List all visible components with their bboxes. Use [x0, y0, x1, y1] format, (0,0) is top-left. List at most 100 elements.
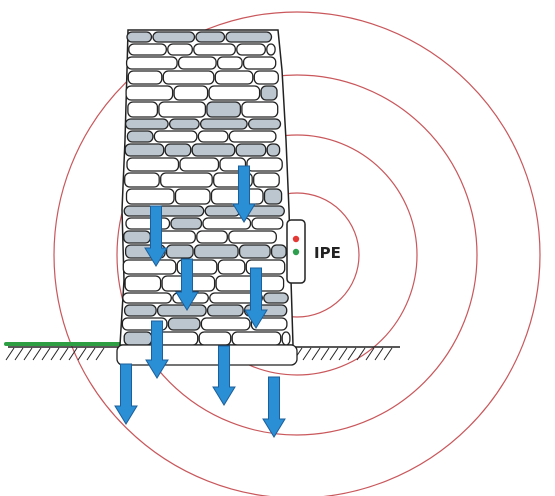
wall-stone	[127, 101, 159, 118]
wall-stone	[122, 259, 177, 275]
wall-stone	[214, 70, 254, 85]
settlement-arrows	[114, 165, 286, 438]
wall-stone	[209, 292, 263, 304]
wall-stone	[155, 205, 205, 217]
green-led-icon	[292, 248, 300, 256]
wall-stone	[198, 331, 232, 346]
wall-stone	[168, 118, 200, 130]
wall-stone	[158, 101, 207, 118]
down-arrow-icon	[175, 258, 199, 311]
wall-stone	[167, 43, 193, 56]
wall-stone	[253, 70, 279, 85]
wall-stone	[152, 31, 196, 43]
wall-stone	[162, 70, 215, 85]
wall-stone	[124, 143, 165, 157]
wall-stone	[228, 130, 277, 143]
wall-stone	[156, 304, 207, 317]
hatch-mark	[329, 347, 339, 361]
sensor-label: IPE	[314, 244, 341, 262]
hatch-mark	[41, 347, 51, 361]
stone-wall	[116, 29, 298, 366]
wave-ring-4	[53, 11, 541, 496]
wall-stone	[123, 331, 153, 346]
wall-stone	[217, 259, 246, 275]
wall-stone	[125, 56, 178, 70]
wall-stone	[196, 230, 228, 244]
ground-hatching	[5, 347, 393, 361]
red-led-icon	[292, 235, 300, 243]
wall-stone	[204, 205, 241, 217]
wall-stone	[270, 244, 287, 259]
down-arrow-icon	[262, 376, 286, 438]
wall-stone	[246, 157, 283, 172]
wall-stone	[127, 70, 163, 85]
hatch-mark	[86, 347, 96, 361]
wall-stone	[126, 157, 180, 172]
wall-stone	[167, 317, 201, 331]
down-arrow-icon	[244, 267, 268, 329]
wall-stone	[125, 188, 175, 205]
hatch-mark	[5, 347, 15, 361]
hatch-mark	[311, 347, 321, 361]
down-arrow-icon	[232, 165, 256, 223]
wall-stone	[199, 118, 248, 130]
down-arrow-icon	[144, 205, 168, 267]
wall-stone	[191, 143, 236, 157]
wall-stone	[228, 230, 277, 244]
hatch-mark	[95, 347, 105, 361]
wall-stone	[208, 85, 261, 101]
wall-stone	[165, 244, 194, 259]
wall-stone	[173, 85, 209, 101]
wall-stone	[128, 43, 167, 56]
hatch-mark	[374, 347, 384, 361]
hatch-mark	[50, 347, 60, 361]
wall-stone	[260, 85, 278, 101]
wall-stone	[125, 217, 171, 230]
hatch-mark	[356, 347, 366, 361]
wall-stone	[126, 130, 154, 143]
hatch-mark	[320, 347, 330, 361]
hatch-mark	[59, 347, 69, 361]
wall-stone	[193, 43, 236, 56]
down-arrow-icon	[212, 345, 236, 406]
wall-stone	[210, 188, 264, 205]
wall-stone	[123, 304, 157, 317]
hatch-mark	[302, 347, 312, 361]
hatch-mark	[383, 347, 393, 361]
wall-stone	[251, 217, 284, 230]
wall-stone	[174, 188, 211, 205]
hatch-mark	[77, 347, 87, 361]
hatch-mark	[347, 347, 357, 361]
wall-stone	[225, 31, 273, 43]
down-arrow-icon	[114, 363, 138, 425]
hatch-mark	[23, 347, 33, 361]
wall-stone	[195, 31, 226, 43]
wall-stone	[236, 43, 266, 56]
wall-stone	[179, 157, 220, 172]
wall-stone	[266, 43, 276, 56]
wall-stone	[197, 130, 229, 143]
foundation-stone	[116, 344, 298, 366]
wall-stone	[126, 31, 153, 43]
down-arrow-icon	[145, 320, 169, 379]
wall-stone	[281, 331, 291, 346]
wall-stone	[231, 331, 282, 346]
wall-stone	[164, 143, 192, 157]
wall-stone	[124, 118, 169, 130]
wall-stone	[235, 143, 267, 157]
wall-stone	[238, 244, 271, 259]
wall-stone	[170, 217, 203, 230]
wall-stone	[241, 101, 279, 118]
wall-stone	[263, 188, 283, 205]
wall-stone	[247, 118, 282, 130]
ipe-sensor: IPE	[286, 219, 341, 284]
wall-stone	[177, 56, 217, 70]
wall-stone	[193, 244, 239, 259]
wall-stone	[153, 130, 198, 143]
wall-stone	[206, 101, 242, 118]
hatch-mark	[365, 347, 375, 361]
wall-stone	[124, 172, 160, 188]
wall-stone	[122, 292, 172, 304]
wall-stone	[242, 56, 277, 70]
